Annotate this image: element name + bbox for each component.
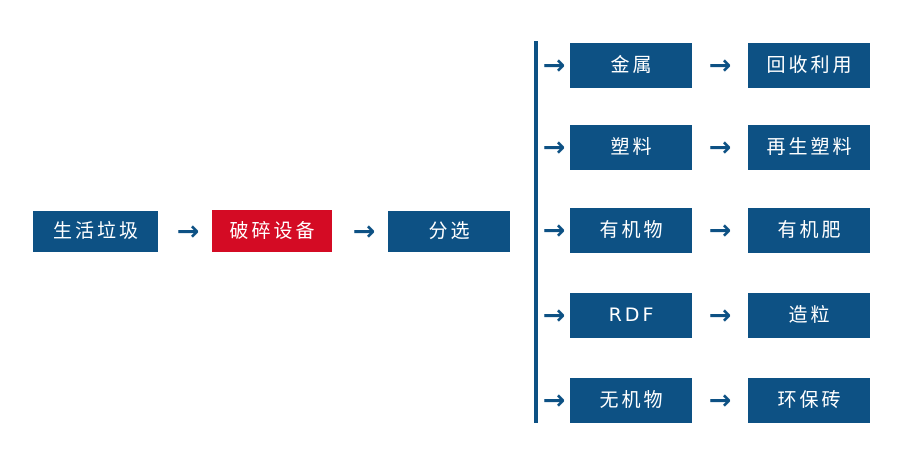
node-plastic[interactable]: 塑料 [570, 125, 692, 170]
node-organic-matter[interactable]: 有机物 [570, 208, 692, 253]
arrow-right-icon-3: → [708, 215, 732, 246]
branch-arrow-right-icon-4: → [542, 300, 566, 331]
node-metal[interactable]: 金属 [570, 43, 692, 88]
arrow-right-icon-4: → [708, 300, 732, 331]
node-inorganic-matter[interactable]: 无机物 [570, 378, 692, 423]
arrow-right-icon: → [352, 216, 376, 247]
node-organic-fertilizer[interactable]: 有机肥 [748, 208, 870, 253]
node-recycled-plastic[interactable]: 再生塑料 [748, 125, 870, 170]
node-domestic-waste[interactable]: 生活垃圾 [33, 211, 158, 252]
node-recycling-reuse[interactable]: 回收利用 [748, 43, 870, 88]
node-granulation[interactable]: 造粒 [748, 293, 870, 338]
node-rdf[interactable]: RDF [570, 293, 692, 338]
arrow-right-icon-1: → [708, 50, 732, 81]
branch-arrow-right-icon-2: → [542, 132, 566, 163]
node-crushing-equipment[interactable]: 破碎设备 [212, 210, 332, 252]
node-eco-brick[interactable]: 环保砖 [748, 378, 870, 423]
branch-arrow-right-icon-5: → [542, 385, 566, 416]
arrow-right-icon-2: → [708, 132, 732, 163]
arrow-right-icon-5: → [708, 385, 732, 416]
node-sorting[interactable]: 分选 [388, 211, 510, 252]
vertical-trunk-line [534, 41, 538, 423]
branch-arrow-right-icon-3: → [542, 215, 566, 246]
arrow-right-icon: → [176, 216, 200, 247]
branch-arrow-right-icon-1: → [542, 50, 566, 81]
